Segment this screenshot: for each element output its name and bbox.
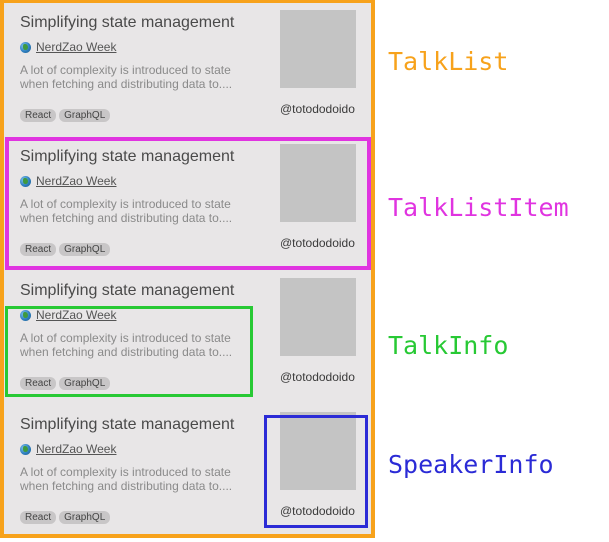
event-link[interactable]: NerdZao Week xyxy=(36,174,117,188)
tag-graphql[interactable]: GraphQL xyxy=(59,511,111,524)
talk-description: A lot of complexity is introduced to sta… xyxy=(20,465,250,493)
description-line: A lot of complexity is introduced to sta… xyxy=(20,197,231,211)
tag-react[interactable]: React xyxy=(20,511,57,524)
talk-list-label: TalkList xyxy=(388,47,509,76)
description-line: A lot of complexity is introduced to sta… xyxy=(20,465,231,479)
talk-description: A lot of complexity is introduced to sta… xyxy=(20,331,250,359)
tag-list: React GraphQL xyxy=(20,511,111,524)
tag-graphql[interactable]: GraphQL xyxy=(59,243,111,256)
description-line: A lot of complexity is introduced to sta… xyxy=(20,63,231,77)
talk-title: Simplifying state management xyxy=(20,416,235,433)
description-line: A lot of complexity is introduced to sta… xyxy=(20,331,231,345)
talk-title: Simplifying state management xyxy=(20,148,235,165)
globe-icon xyxy=(20,309,31,321)
tag-list: React GraphQL xyxy=(20,377,111,390)
tag-react[interactable]: React xyxy=(20,109,57,122)
tag-list: React GraphQL xyxy=(20,243,111,256)
talk-list-item[interactable]: Simplifying state management NerdZao Wee… xyxy=(8,274,375,408)
talk-info-highlight xyxy=(5,306,253,397)
talk-list-item-highlight xyxy=(5,137,371,270)
description-line: when fetching and distributing data to..… xyxy=(20,77,233,91)
speaker-handle[interactable]: @totododoido xyxy=(280,370,355,384)
talk-list-item[interactable]: Simplifying state management NerdZao Wee… xyxy=(8,408,375,542)
tag-react[interactable]: React xyxy=(20,377,57,390)
talk-list-item[interactable]: Simplifying state management NerdZao Wee… xyxy=(8,140,375,274)
speaker-avatar xyxy=(280,144,356,222)
speaker-handle[interactable]: @totododoido xyxy=(280,236,355,250)
speaker-info-highlight xyxy=(264,415,368,528)
event-link[interactable]: NerdZao Week xyxy=(36,40,117,54)
description-line: when fetching and distributing data to..… xyxy=(20,345,233,359)
talk-description: A lot of complexity is introduced to sta… xyxy=(20,63,250,91)
speaker-avatar xyxy=(280,412,356,490)
speaker-handle[interactable]: @totododoido xyxy=(280,504,355,518)
event-link[interactable]: NerdZao Week xyxy=(36,308,117,322)
globe-icon xyxy=(20,443,31,455)
description-line: when fetching and distributing data to..… xyxy=(20,479,233,493)
description-line: when fetching and distributing data to..… xyxy=(20,211,233,225)
tag-graphql[interactable]: GraphQL xyxy=(59,109,111,122)
talk-list-item[interactable]: Simplifying state management NerdZao Wee… xyxy=(8,6,375,140)
event-link[interactable]: NerdZao Week xyxy=(36,442,117,456)
globe-icon xyxy=(20,41,31,53)
talk-description: A lot of complexity is introduced to sta… xyxy=(20,197,250,225)
talk-info-label: TalkInfo xyxy=(388,331,509,360)
talk-list-item-label: TalkListItem xyxy=(388,193,569,222)
tag-graphql[interactable]: GraphQL xyxy=(59,377,111,390)
talk-title: Simplifying state management xyxy=(20,282,235,299)
speaker-avatar xyxy=(280,10,356,88)
talk-event: NerdZao Week xyxy=(20,173,116,189)
globe-icon xyxy=(20,175,31,187)
speaker-info-label: SpeakerInfo xyxy=(388,450,554,479)
tag-react[interactable]: React xyxy=(20,243,57,256)
tag-list: React GraphQL xyxy=(20,109,111,122)
talk-title: Simplifying state management xyxy=(20,14,235,31)
talk-event: NerdZao Week xyxy=(20,39,116,55)
speaker-handle[interactable]: @totododoido xyxy=(280,102,355,116)
talk-event: NerdZao Week xyxy=(20,441,116,457)
talk-event: NerdZao Week xyxy=(20,307,116,323)
speaker-avatar xyxy=(280,278,356,356)
